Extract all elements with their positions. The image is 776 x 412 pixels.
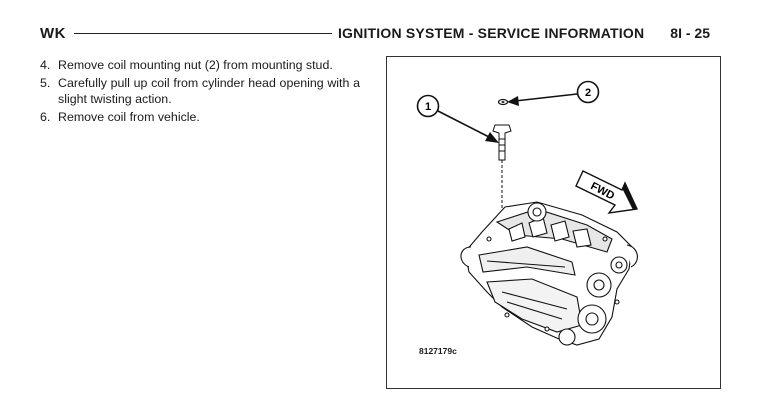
step-item: 5. Carefully pull up coil from cylinder … xyxy=(40,76,360,107)
step-text: Remove coil from vehicle. xyxy=(58,110,200,125)
engine-illustration: 1 2 FWD xyxy=(386,56,721,389)
fwd-arrow: FWD xyxy=(575,170,639,214)
engine-drawing: 1 2 FWD xyxy=(416,80,639,346)
engine-block xyxy=(460,201,638,346)
step-number: 6. xyxy=(40,110,51,125)
callout-1-label: 1 xyxy=(425,101,431,113)
section-title: IGNITION SYSTEM - SERVICE INFORMATION xyxy=(337,25,645,41)
step-number: 4. xyxy=(40,58,51,72)
header-rule xyxy=(74,32,332,34)
page-header: WK IGNITION SYSTEM - SERVICE INFORMATION… xyxy=(40,22,710,44)
callout-2-label: 2 xyxy=(585,87,591,99)
mounting-nut xyxy=(497,98,509,106)
procedure-steps: 4. Remove coil mounting nut (2) from mou… xyxy=(40,58,360,129)
step-text: Carefully pull up coil from cylinder hea… xyxy=(58,76,360,106)
callout-2: 2 xyxy=(507,80,600,106)
figure-id: 8127179c xyxy=(419,346,457,356)
callout-1: 1 xyxy=(416,94,499,143)
step-text: Remove coil mounting nut (2) from mounti… xyxy=(58,58,333,72)
step-number: 5. xyxy=(40,76,51,91)
page-number: 8I - 25 xyxy=(670,25,710,41)
section-code: WK xyxy=(40,24,66,42)
step-item: 4. Remove coil mounting nut (2) from mou… xyxy=(40,58,360,73)
step-item: 6. Remove coil from vehicle. xyxy=(40,110,360,125)
